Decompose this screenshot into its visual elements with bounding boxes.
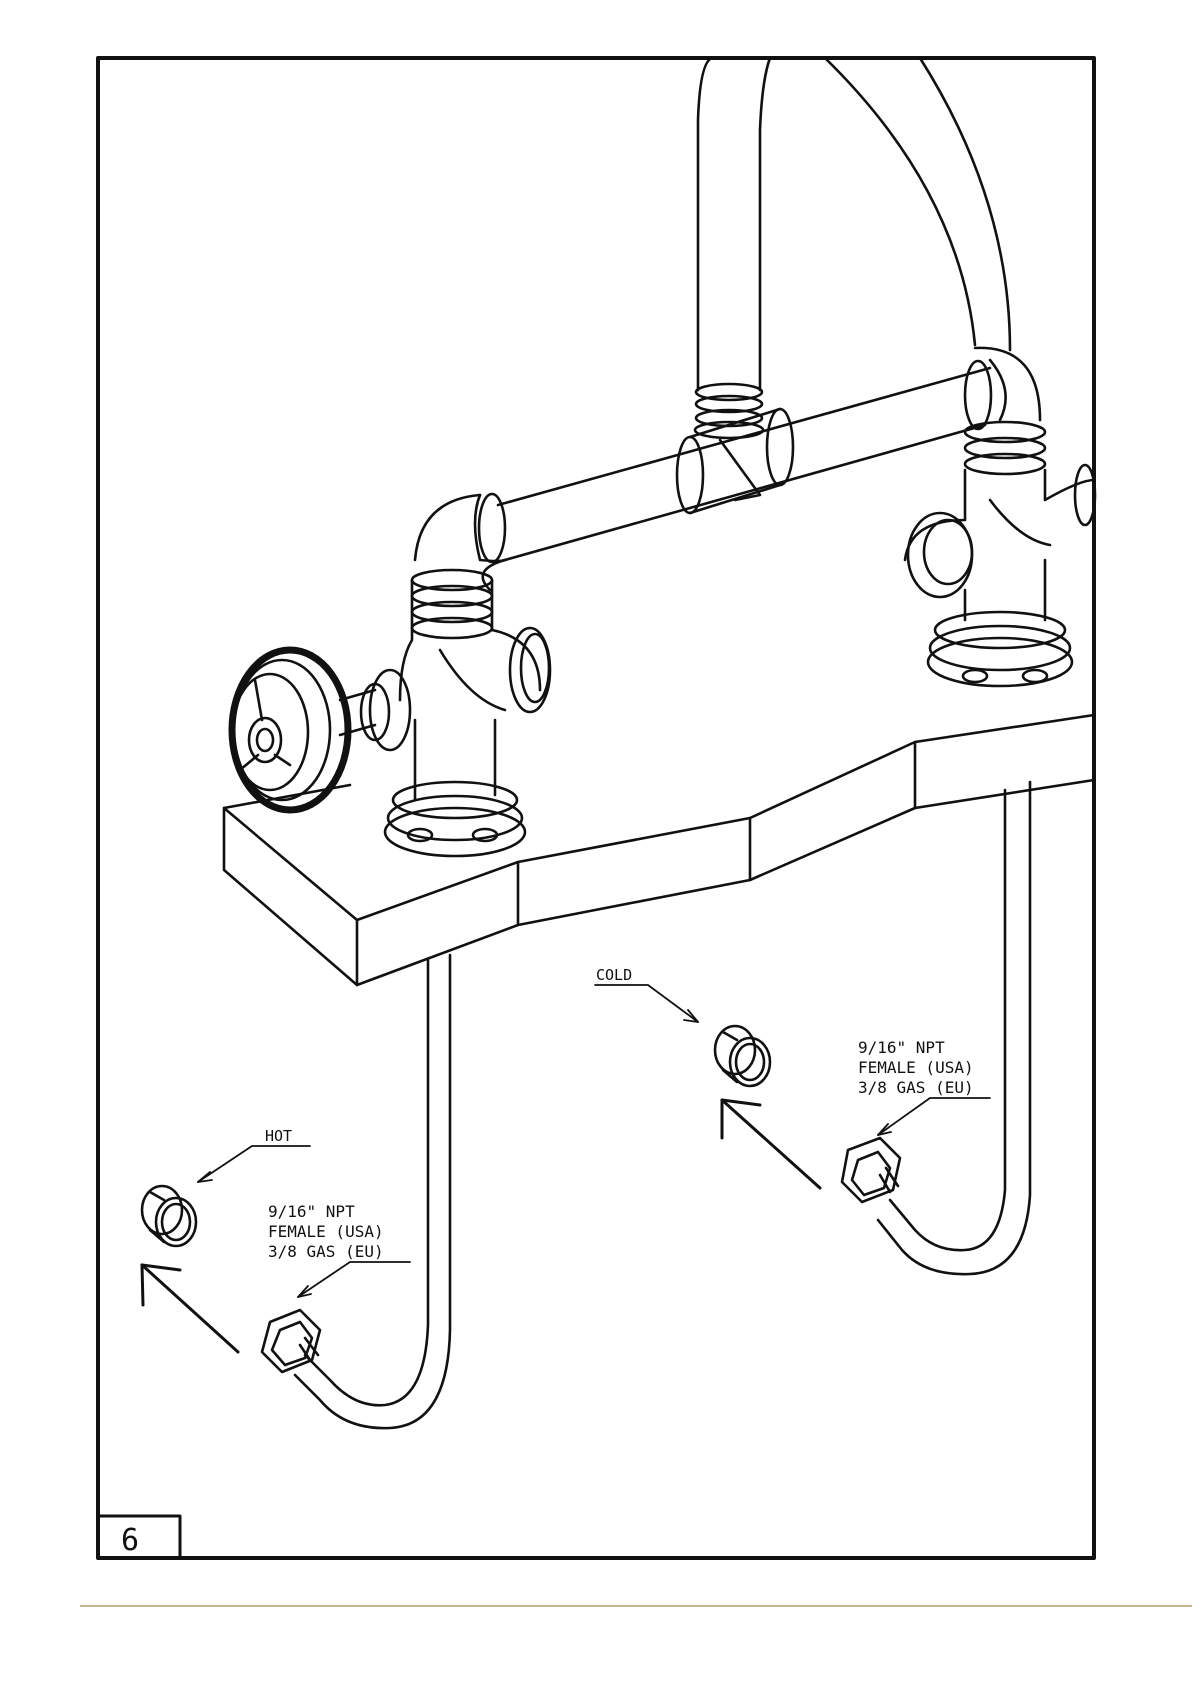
step-number: 6 xyxy=(121,1523,139,1558)
left-valve-body xyxy=(340,495,550,856)
right-connector-leader xyxy=(878,1098,990,1135)
footer-rule xyxy=(80,1605,1192,1607)
right-supply-hose xyxy=(842,782,1030,1274)
cold-label: COLD xyxy=(596,966,632,984)
left-connector-spec-line-1: 9/16" NPT xyxy=(268,1202,355,1221)
cold-inlet-fitting xyxy=(715,1026,770,1086)
hot-direction-arrow xyxy=(142,1265,238,1352)
hot-inlet-fitting xyxy=(142,1186,196,1246)
left-connector-spec-line-2: FEMALE (USA) xyxy=(268,1222,384,1241)
hot-label: HOT xyxy=(265,1127,292,1145)
countertop xyxy=(224,715,1094,985)
hot-leader-line xyxy=(198,1146,310,1182)
left-connector-spec-line-3: 3/8 GAS (EU) xyxy=(268,1242,384,1261)
left-connector-leader xyxy=(298,1262,410,1297)
right-connector-spec-line-3: 3/8 GAS (EU) xyxy=(858,1078,974,1097)
handwheel-handle xyxy=(232,650,348,810)
right-connector-spec-line-2: FEMALE (USA) xyxy=(858,1058,974,1077)
diagram-frame xyxy=(98,58,1094,1558)
cold-leader-line xyxy=(595,985,698,1022)
right-valve-body xyxy=(905,422,1095,686)
right-connector-spec-line-1: 9/16" NPT xyxy=(858,1038,945,1057)
cold-direction-arrow xyxy=(722,1100,820,1188)
faucet-spout xyxy=(695,58,1010,438)
bridge-pipe xyxy=(475,348,1040,562)
left-supply-hose xyxy=(262,955,450,1428)
